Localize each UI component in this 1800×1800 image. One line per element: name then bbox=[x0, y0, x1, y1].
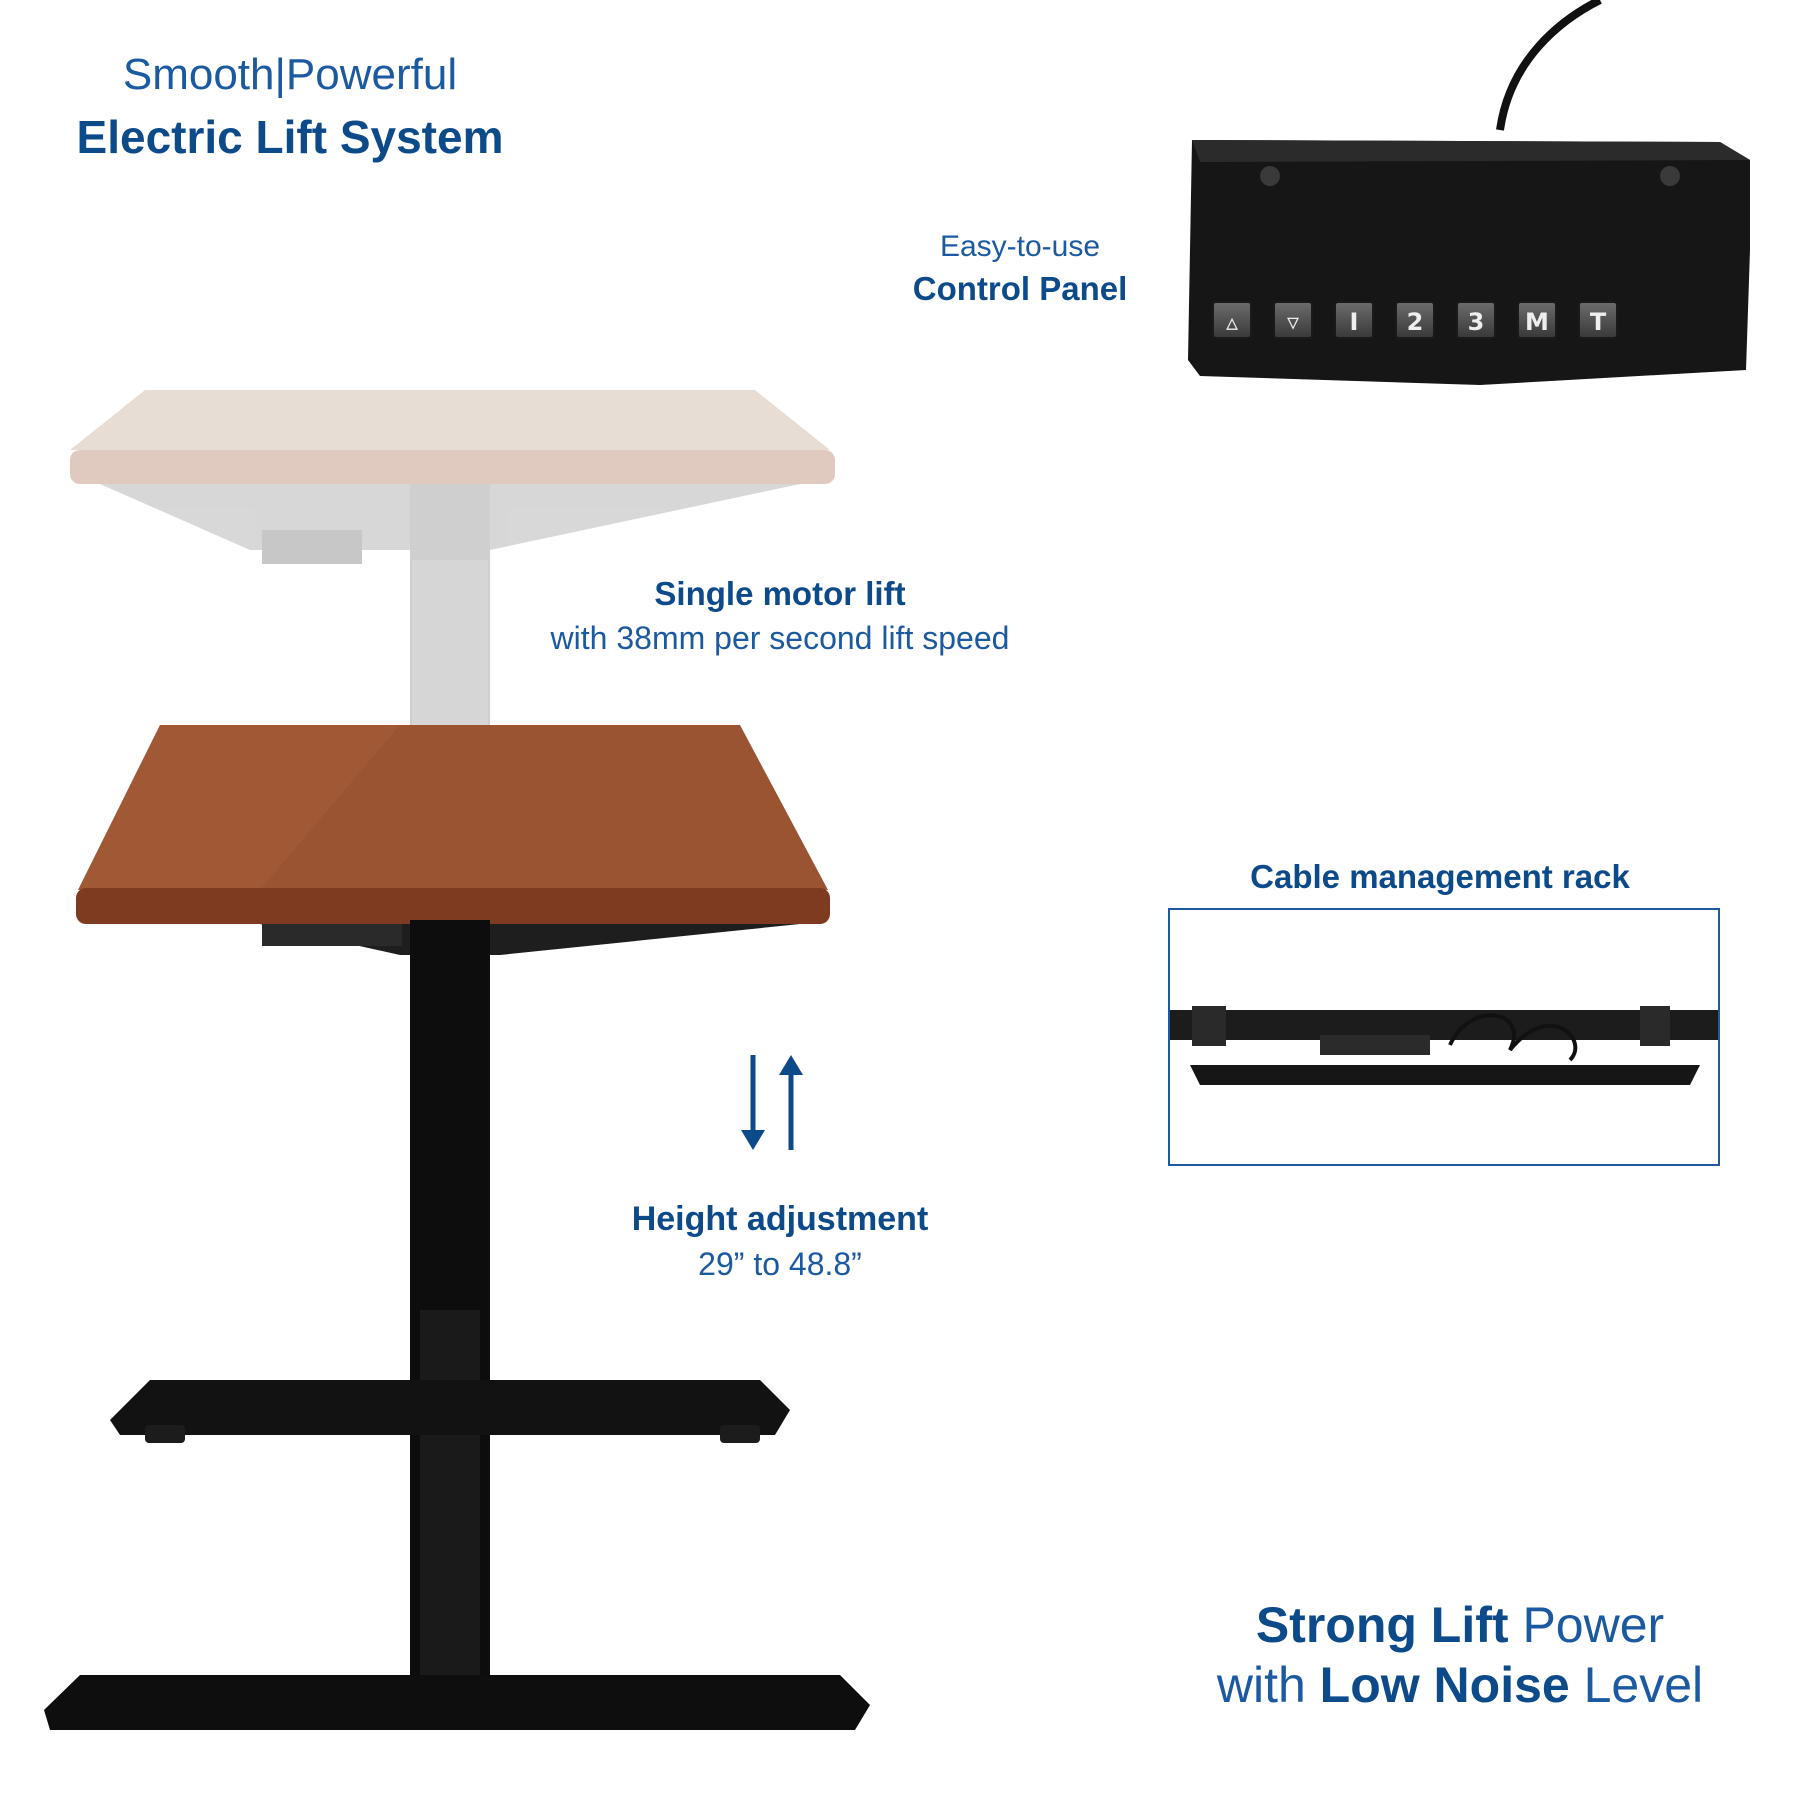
low-noise-bold: Low Noise bbox=[1319, 1657, 1570, 1713]
motor-box bbox=[262, 924, 402, 946]
low-noise-prefix: with bbox=[1216, 1657, 1320, 1713]
control-panel-caption: Easy-to-use bbox=[939, 230, 1101, 263]
strong-lift-line: Strong Lift Power bbox=[1180, 1596, 1740, 1654]
motor-subtitle: with 38mm per second lift speed bbox=[550, 620, 1010, 656]
desk-illustration bbox=[44, 390, 870, 1730]
low-noise-line: with Low Noise Level bbox=[1180, 1656, 1740, 1714]
height-arrows-icon bbox=[741, 1055, 803, 1150]
height-title: Height adjustment bbox=[631, 1200, 929, 1238]
control-panel-top bbox=[1192, 140, 1750, 162]
header-tagline: Smooth|Powerful bbox=[122, 50, 458, 99]
control-panel-cable bbox=[1496, 0, 1602, 131]
height-range: 29” to 48.8” bbox=[698, 1246, 862, 1282]
desktop-edge bbox=[76, 888, 830, 924]
floor-foot bbox=[44, 1675, 870, 1730]
mount-hole-right bbox=[1660, 166, 1680, 186]
cable-rack-image bbox=[1170, 1006, 1718, 1085]
cable-rack-title: Cable management rack bbox=[1250, 858, 1630, 895]
down-arrow-button[interactable]: ▿ bbox=[1273, 301, 1313, 339]
timer-button[interactable]: T bbox=[1578, 301, 1618, 339]
cable-rack-frame bbox=[1168, 908, 1720, 1166]
low-noise-suffix: Level bbox=[1569, 1657, 1704, 1713]
header-title: Electric Lift System bbox=[76, 111, 504, 163]
preset-2-button[interactable]: 2 bbox=[1395, 301, 1435, 339]
mount-hole-left bbox=[1260, 166, 1280, 186]
strong-lift-light: Power bbox=[1508, 1597, 1665, 1653]
control-panel-title: Control Panel bbox=[912, 270, 1128, 307]
strong-lift-bold: Strong Lift bbox=[1255, 1597, 1509, 1653]
motor-title: Single motor lift bbox=[654, 575, 906, 612]
preset-3-button[interactable]: 3 bbox=[1456, 301, 1496, 339]
memory-button[interactable]: M bbox=[1517, 301, 1557, 339]
up-arrow-button[interactable]: ▵ bbox=[1212, 301, 1252, 339]
upper-foot bbox=[110, 1380, 790, 1435]
preset-1-button[interactable]: I bbox=[1334, 301, 1374, 339]
